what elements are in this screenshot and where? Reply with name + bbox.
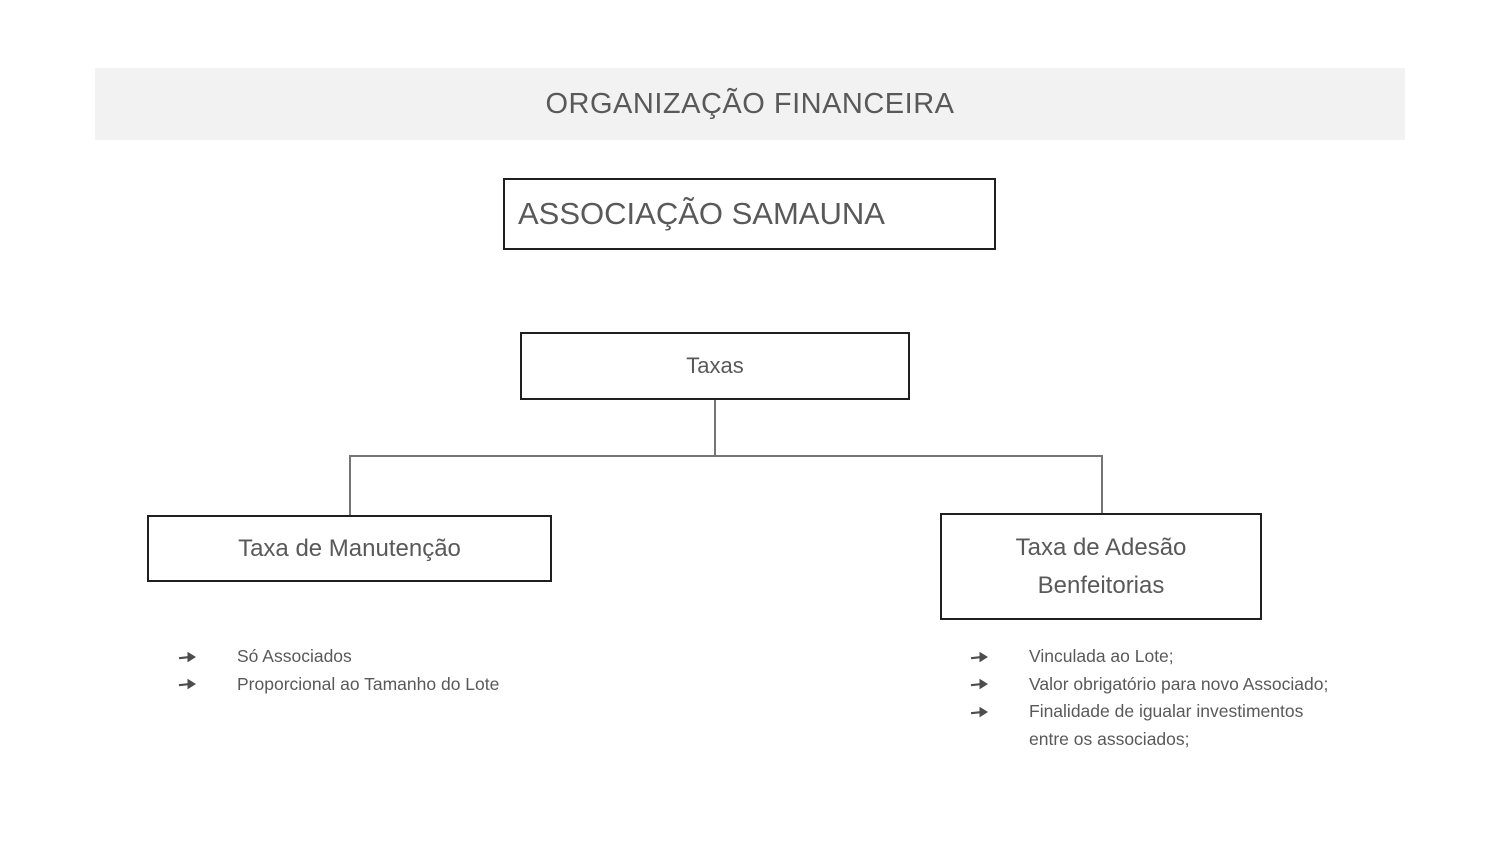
list-item-text: Finalidade de igualar investimentos entr… bbox=[1029, 701, 1304, 749]
list-item-text: Proporcional ao Tamanho do Lote bbox=[237, 673, 500, 694]
connector-horizontal bbox=[349, 455, 1103, 457]
org-box-child-left-label: Taxa de Manutenção bbox=[238, 534, 461, 562]
org-box-child-right-label-line2: Benfeitorias bbox=[1037, 571, 1165, 599]
page-title: ORGANIZAÇÃO FINANCEIRA bbox=[545, 87, 955, 120]
list-item: Proporcional ao Tamanho do Lote bbox=[178, 671, 798, 699]
arrow-bullet-icon bbox=[970, 698, 1029, 726]
list-item-text: Vinculada ao Lote; bbox=[1029, 646, 1174, 666]
org-box-taxa-adesao: Taxa de Adesão Benfeitorias bbox=[940, 513, 1262, 620]
org-box-parent-label: Taxas bbox=[686, 353, 744, 378]
list-item: Finalidade de igualar investimentos entr… bbox=[970, 698, 1450, 753]
org-box-root-label: ASSOCIAÇÃO SAMAUNA bbox=[518, 196, 885, 231]
connector-vertical-to-manutencao bbox=[349, 455, 351, 516]
connector-vertical-to-adesao bbox=[1101, 455, 1103, 514]
org-box-taxas: Taxas bbox=[520, 332, 910, 400]
arrow-bullet-icon bbox=[178, 643, 237, 671]
bullet-list-adesao: Vinculada ao Lote; Valor obrigatório par… bbox=[970, 643, 1450, 753]
arrow-bullet-icon bbox=[178, 671, 237, 699]
list-item-text: Só Associados bbox=[237, 646, 352, 666]
arrow-bullet-icon bbox=[970, 671, 1029, 699]
bullet-list-manutencao: Só Associados Proporcional ao Tamanho do… bbox=[178, 643, 798, 698]
list-item: Só Associados bbox=[178, 643, 798, 671]
list-item: Vinculada ao Lote; bbox=[970, 643, 1450, 671]
list-item-text: Valor obrigatório para novo Associado; bbox=[1029, 673, 1329, 694]
list-item: Valor obrigatório para novo Associado; bbox=[970, 671, 1450, 699]
connector-vertical-from-taxas bbox=[714, 400, 716, 456]
org-box-associacao-samauna: ASSOCIAÇÃO SAMAUNA bbox=[503, 178, 996, 250]
org-box-child-right-label-line1: Taxa de Adesão bbox=[1015, 533, 1187, 561]
org-box-taxa-manutencao: Taxa de Manutenção bbox=[147, 515, 552, 582]
title-banner: ORGANIZAÇÃO FINANCEIRA bbox=[95, 68, 1405, 140]
arrow-bullet-icon bbox=[970, 643, 1029, 671]
